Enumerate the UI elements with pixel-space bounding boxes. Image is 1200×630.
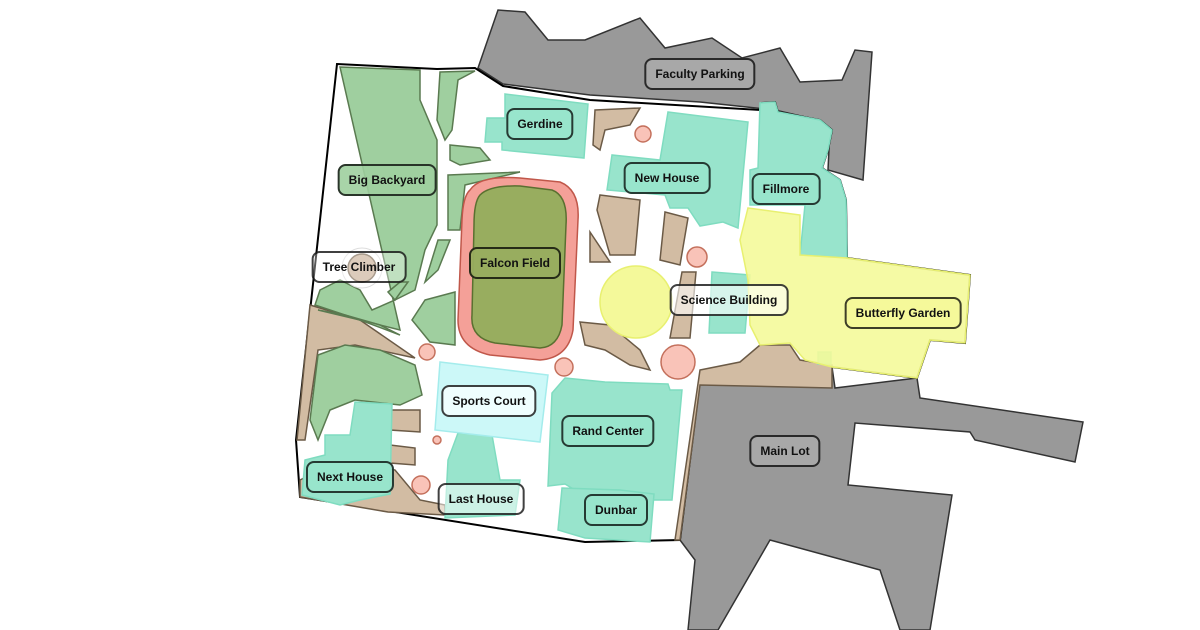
green-area: [317, 309, 401, 336]
label-rand-center[interactable]: Rand Center: [561, 415, 655, 447]
tree-icon: [411, 475, 431, 495]
big-backyard-area[interactable]: [314, 66, 438, 332]
dirt-area: [592, 107, 642, 152]
tree-icon: [634, 125, 652, 143]
label-dunbar[interactable]: Dunbar: [584, 494, 648, 526]
tree-icon: [418, 343, 436, 361]
tree-icon: [686, 246, 708, 268]
green-area: [423, 239, 452, 285]
green-area: [411, 291, 456, 346]
label-butterfly-garden[interactable]: Butterfly Garden: [844, 297, 962, 329]
label-gerdine[interactable]: Gerdine: [506, 108, 574, 140]
label-faculty-parking[interactable]: Faculty Parking: [644, 58, 756, 90]
green-area: [449, 144, 492, 166]
green-area: [309, 344, 423, 443]
main-lot-area[interactable]: [679, 366, 1084, 630]
label-next-house[interactable]: Next House: [305, 461, 395, 493]
label-sports-court[interactable]: Sports Court: [441, 385, 537, 417]
label-falcon-field[interactable]: Falcon Field: [468, 247, 562, 279]
green-area: [436, 70, 476, 142]
label-last-house[interactable]: Last House: [437, 483, 525, 515]
label-science-building[interactable]: Science Building: [669, 284, 789, 316]
tree-icon: [660, 344, 696, 380]
dirt-area: [389, 444, 416, 466]
label-big-backyard[interactable]: Big Backyard: [337, 164, 437, 196]
label-tree-climber[interactable]: Tree Climber: [311, 251, 407, 283]
dirt-area: [659, 211, 689, 266]
dirt-area: [589, 229, 612, 263]
green-area: [386, 281, 410, 302]
label-main-lot[interactable]: Main Lot: [749, 435, 821, 467]
label-fillmore[interactable]: Fillmore: [751, 173, 821, 205]
dirt-area: [596, 194, 641, 256]
tree-icon: [554, 357, 574, 377]
tree-icon: [432, 435, 442, 445]
label-new-house[interactable]: New House: [623, 162, 711, 194]
garden-circle: [599, 265, 673, 339]
dirt-area: [389, 409, 421, 433]
faculty-parking-area[interactable]: [477, 9, 873, 181]
